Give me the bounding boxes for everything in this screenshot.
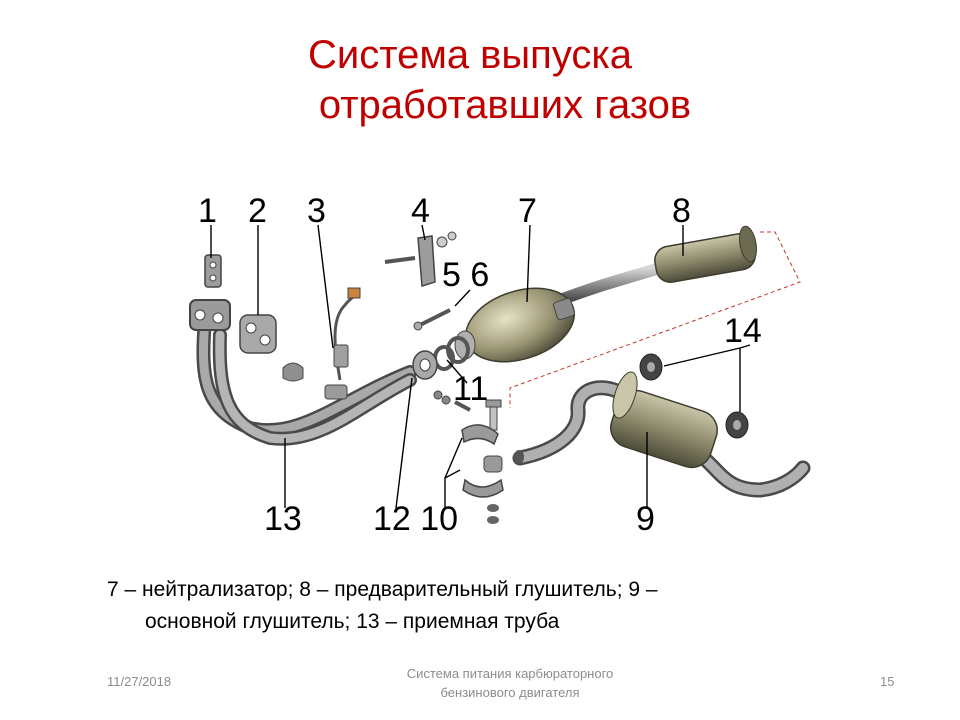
part-4-bracket xyxy=(384,231,457,287)
leader-lines xyxy=(210,224,751,509)
caption-line-2: основной глушитель; 13 – приемная труба xyxy=(145,610,560,633)
callout-1: 1 xyxy=(198,192,217,230)
small-clamp xyxy=(282,362,304,382)
callout-11: 11 xyxy=(453,370,488,408)
footer-subject-line-2: бензинового двигателя xyxy=(440,685,580,700)
main-muffler-9 xyxy=(512,371,811,498)
footer-subject: Система питания карбюраторного бензиново… xyxy=(360,664,660,702)
callout-3: 3 xyxy=(307,192,326,230)
callout-12-10: 12 10 xyxy=(373,500,458,538)
title-line-2: отработавших газов xyxy=(318,83,692,127)
callout-4: 4 xyxy=(411,192,430,230)
callout-2: 2 xyxy=(248,192,267,230)
legend-caption: 7 – нейтрализатор; 8 – предварительный г… xyxy=(107,574,847,638)
dashed-leaders xyxy=(509,231,801,408)
callout-7: 7 xyxy=(518,192,537,230)
callout-labels: 1 2 3 4 5 6 7 8 14 11 13 12 10 9 xyxy=(198,192,762,538)
hangers-14 xyxy=(639,353,749,439)
callout-13: 13 xyxy=(264,500,302,538)
clamps-10 xyxy=(461,424,504,524)
slide-title: Система выпуска отработавших газов xyxy=(0,30,960,130)
callout-14: 14 xyxy=(724,312,762,350)
part-2-gasket xyxy=(239,314,277,354)
callout-8: 8 xyxy=(672,192,691,230)
pre-muffler-8 xyxy=(654,225,757,283)
part-1-bracket xyxy=(204,254,222,288)
callout-9: 9 xyxy=(636,500,655,538)
callout-5-6: 5 6 xyxy=(442,256,489,294)
title-line-1: Система выпуска xyxy=(307,33,633,77)
front-pipe-13 xyxy=(189,299,417,446)
gaskets-11 xyxy=(412,336,471,412)
part-5-6-bolt-nut xyxy=(413,308,451,331)
footer-subject-line-1: Система питания карбюраторного xyxy=(406,666,614,681)
part-3-oxygen-sensor xyxy=(333,287,361,381)
slide-number: 15 xyxy=(880,674,895,689)
caption-line-1: 7 – нейтрализатор; 8 – предварительный г… xyxy=(107,578,658,601)
footer-date: 11/27/2018 xyxy=(107,674,172,689)
